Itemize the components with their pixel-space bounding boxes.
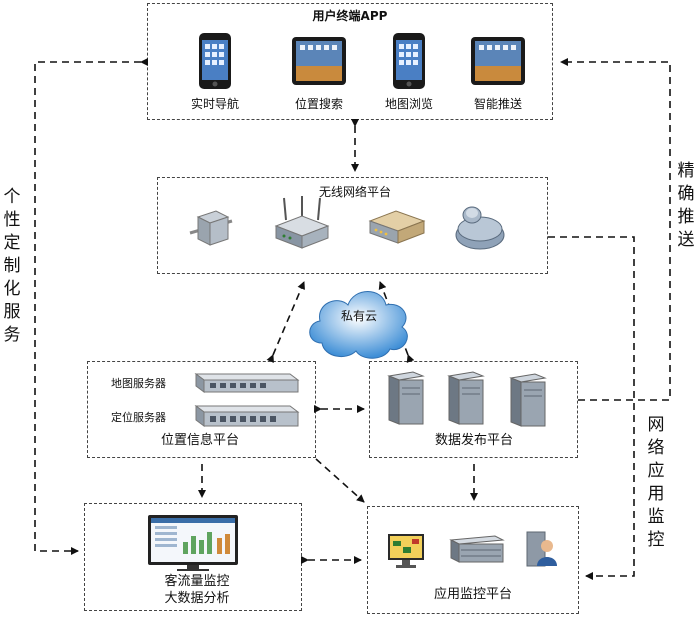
location-title: 位置信息平台 [160, 433, 239, 448]
app-title: 用户终端APP [312, 9, 388, 23]
flow-line1: 客流量监控 [164, 574, 230, 589]
server-tower-icon [447, 371, 485, 425]
location-wireless-link [266, 281, 305, 364]
device-label-nav: 实时导航 [190, 97, 239, 111]
analytics-monitor-icon [148, 515, 238, 571]
location-monitor-link [315, 458, 365, 503]
phone-icon [199, 33, 231, 89]
device-label-push: 智能推送 [473, 97, 522, 111]
precise-push-path [560, 58, 671, 401]
network-monitor-label: 网络应用监控 [646, 414, 666, 552]
phone-icon [393, 33, 425, 89]
custom-service-label: 个性定制化服务 [2, 186, 22, 347]
map-server-icon [194, 373, 300, 393]
map-server-label: 地图服务器 [111, 377, 166, 390]
rack-server-icon [449, 535, 505, 563]
device-label-search: 位置搜索 [294, 97, 343, 111]
poe-injector-icon [189, 210, 233, 246]
flow-line2: 大数据分析 [164, 591, 230, 606]
server-tower-icon [387, 371, 425, 425]
precise-push-label: 精确推送 [676, 160, 696, 252]
switch-icon [368, 210, 426, 244]
publish-title: 数据发布平台 [434, 433, 513, 448]
pc-monitor-icon [388, 534, 424, 568]
monitor-title: 应用监控平台 [433, 587, 512, 602]
admin-user-icon [526, 531, 557, 567]
tablet-icon [471, 37, 525, 85]
cloud-label: 私有云 [340, 309, 377, 323]
device-label-browse: 地图浏览 [384, 97, 433, 111]
pos-server-label: 定位服务器 [111, 411, 166, 424]
wireless-title: 无线网络平台 [318, 185, 391, 199]
tablet-icon [292, 37, 346, 85]
wireless-router-icon [274, 196, 330, 249]
access-point-icon [455, 206, 505, 250]
wireless-exit-path [548, 236, 635, 580]
server-tower-icon [509, 373, 547, 427]
cloud-icon [309, 291, 408, 359]
position-server-icon [194, 405, 300, 427]
custom-service-loop [34, 58, 148, 555]
